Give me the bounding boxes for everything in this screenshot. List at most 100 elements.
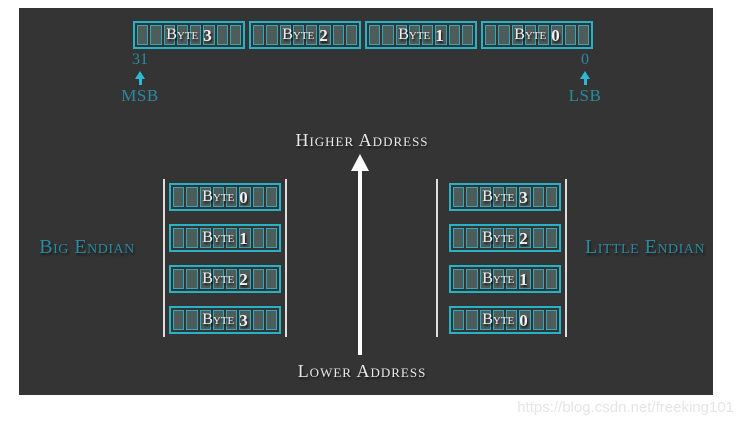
bit-cell: [382, 25, 394, 45]
byte-number: 3: [519, 187, 528, 207]
byte-number: 0: [551, 25, 560, 45]
bit-cell: [506, 228, 518, 248]
bit-cell: [332, 25, 344, 45]
bit-cell: [545, 269, 557, 289]
bit-cell: [212, 310, 224, 330]
byte-number: 2: [239, 269, 248, 289]
byte-word: Byte: [514, 26, 547, 43]
bit-cells: [173, 187, 277, 207]
higher-address-label: Higher Address: [295, 130, 429, 150]
byte-word: Byte: [398, 26, 431, 43]
bit-cell: [538, 25, 550, 45]
bit-cell: [479, 310, 491, 330]
byte-number: 2: [519, 228, 528, 248]
byte-word: Byte: [202, 188, 235, 205]
bit-cell: [292, 25, 304, 45]
bit-cell: [226, 228, 238, 248]
bit-cell: [519, 187, 531, 207]
bit-cell: [466, 269, 478, 289]
bit-cell: [212, 228, 224, 248]
big-endian-label: Big Endian: [39, 236, 135, 258]
bit-cell: [186, 310, 198, 330]
bit-cells: [453, 269, 557, 289]
bit-cell: [492, 269, 504, 289]
lsb-label: LSB: [568, 85, 602, 105]
bit-cell: [453, 228, 465, 248]
byte-number: 1: [519, 269, 528, 289]
bit-cell: [485, 25, 497, 45]
bit-cell: [532, 228, 544, 248]
lsb-up-arrow-icon: [580, 70, 590, 85]
bit-cell: [492, 228, 504, 248]
bit-cell: [492, 310, 504, 330]
lsb-marker: 0 LSB: [555, 51, 615, 105]
bit-cells: [453, 310, 557, 330]
bit-cell: [435, 25, 447, 45]
bit-cell: [265, 187, 277, 207]
bit-cell: [252, 187, 264, 207]
bit-cell: [461, 25, 473, 45]
bit-cell: [173, 269, 185, 289]
byte-word: Byte: [482, 229, 515, 246]
bit-cells: [173, 310, 277, 330]
bit-cell: [252, 228, 264, 248]
byte-word: Byte: [482, 311, 515, 328]
bit-cell: [466, 187, 478, 207]
bit-cell: [239, 269, 251, 289]
bit-cell: [479, 187, 491, 207]
bit-cell: [226, 187, 238, 207]
bit-cell: [163, 25, 175, 45]
bit-cell: [545, 310, 557, 330]
bit-cells: [173, 228, 277, 248]
byte-number: 1: [435, 25, 444, 45]
bit-cell: [524, 25, 536, 45]
bit-cell: [252, 269, 264, 289]
byte-number: 3: [203, 25, 212, 45]
bit-cell: [239, 310, 251, 330]
byte-word: Byte: [202, 229, 235, 246]
msb-marker: 31 MSB: [110, 51, 170, 105]
bit-cell: [479, 228, 491, 248]
watermark-url: https://blog.csdn.net/freeking101: [517, 399, 734, 416]
bit-cell: [453, 269, 465, 289]
bit-cell: [532, 310, 544, 330]
bit-cell: [506, 269, 518, 289]
msb-label: MSB: [121, 85, 159, 105]
bit-cell: [519, 228, 531, 248]
bit-cell: [466, 310, 478, 330]
bit-cell: [532, 269, 544, 289]
bit-cells: [137, 25, 241, 45]
bit-cell: [190, 25, 202, 45]
bit-cell: [239, 228, 251, 248]
byte-word: Byte: [482, 270, 515, 287]
big-endian-right-rule: [285, 179, 287, 337]
bit-cell: [506, 187, 518, 207]
bit-cell: [408, 25, 420, 45]
bit-cell: [199, 310, 211, 330]
msb-up-arrow-icon: [135, 70, 145, 85]
bit-cell: [199, 187, 211, 207]
bit-cell: [511, 25, 523, 45]
bit-cell: [173, 228, 185, 248]
bit-cell: [319, 25, 331, 45]
byte-word: Byte: [202, 311, 235, 328]
bit-cell: [203, 25, 215, 45]
lsb-bit-number: 0: [581, 51, 589, 68]
